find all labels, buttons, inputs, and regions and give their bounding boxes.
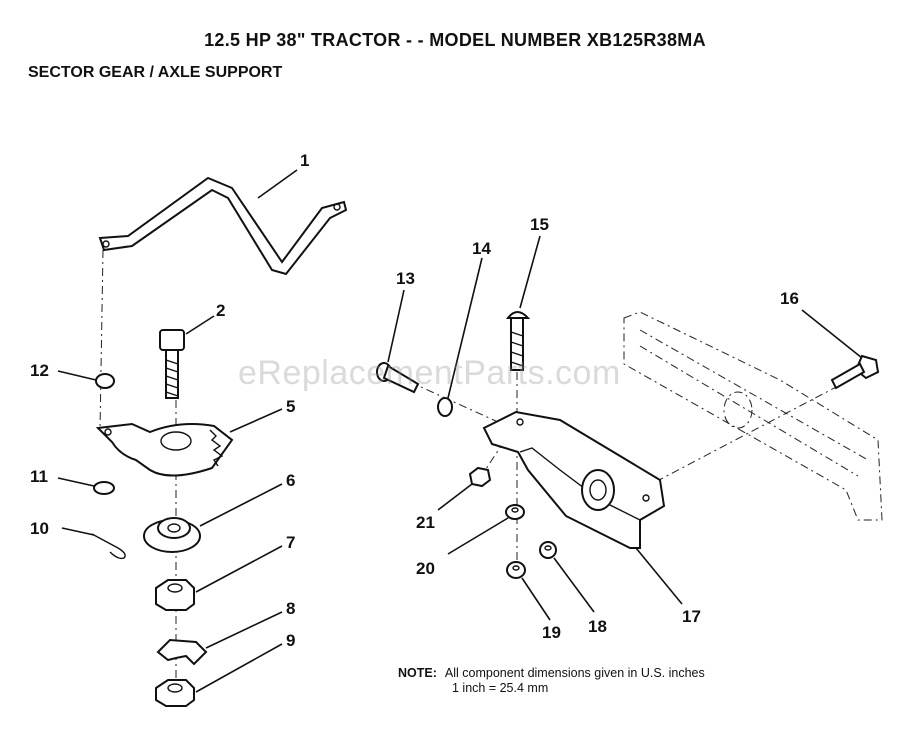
washer-part bbox=[93, 481, 115, 495]
callout-19: 19 bbox=[542, 623, 561, 642]
nut-18-part bbox=[539, 541, 557, 559]
note-line-1: All component dimensions given in U.S. i… bbox=[444, 666, 705, 680]
leader-11 bbox=[57, 477, 95, 487]
alignment-line-bolt13 bbox=[409, 381, 521, 433]
flange-bushing-part bbox=[143, 517, 201, 553]
leader-20 bbox=[447, 517, 509, 555]
leader-17 bbox=[635, 547, 683, 605]
drag-link-part bbox=[98, 176, 348, 276]
leader-21 bbox=[437, 483, 473, 511]
axle-support-bracket-part bbox=[482, 410, 666, 549]
callout-14: 14 bbox=[472, 239, 491, 258]
watermark: eReplacementParts.com bbox=[238, 354, 621, 392]
diagram-subtitle: SECTOR GEAR / AXLE SUPPORT bbox=[28, 64, 283, 81]
callout-5: 5 bbox=[286, 397, 295, 416]
bolt-part bbox=[159, 329, 185, 399]
leader-18 bbox=[553, 557, 595, 613]
leader-10 bbox=[61, 527, 95, 536]
leader-14 bbox=[447, 257, 483, 399]
bottom-nut-part bbox=[155, 679, 195, 707]
alignment-line-bolt16 bbox=[639, 384, 841, 491]
leader-16 bbox=[801, 309, 863, 359]
tractor-frame-outline bbox=[623, 311, 883, 521]
callout-13: 13 bbox=[396, 269, 415, 288]
hex-bolt-16-part bbox=[830, 354, 880, 390]
note-line-2: 1 inch = 25.4 mm bbox=[452, 681, 549, 695]
clamp-part bbox=[156, 638, 208, 666]
leader-5 bbox=[229, 408, 283, 433]
callout-18: 18 bbox=[588, 617, 607, 636]
callout-12: 12 bbox=[30, 361, 49, 380]
leader-13 bbox=[387, 289, 405, 363]
callout-1: 1 bbox=[300, 151, 309, 170]
leader-7 bbox=[195, 545, 283, 593]
sector-gear-part bbox=[95, 422, 234, 477]
note-label: NOTE: bbox=[398, 666, 437, 680]
callout-17: 17 bbox=[682, 607, 701, 626]
callout-8: 8 bbox=[286, 599, 295, 618]
nut-20-part bbox=[505, 504, 525, 520]
callout-15: 15 bbox=[530, 215, 549, 234]
nut-19-part bbox=[506, 561, 526, 579]
callout-6: 6 bbox=[286, 471, 295, 490]
leader-1 bbox=[257, 169, 298, 199]
callout-10: 10 bbox=[30, 519, 49, 538]
washer-14-part bbox=[437, 397, 453, 417]
callout-11: 11 bbox=[30, 467, 48, 486]
lock-nut-part bbox=[95, 373, 115, 389]
carriage-bolt-15-part bbox=[505, 311, 531, 371]
dimension-note: NOTE: All component dimensions given in U… bbox=[398, 666, 705, 696]
cotter-pin-part bbox=[91, 533, 126, 560]
callout-9: 9 bbox=[286, 631, 295, 650]
carriage-bolt-13-part bbox=[376, 362, 420, 394]
callout-21: 21 bbox=[416, 513, 435, 532]
callout-7: 7 bbox=[286, 533, 295, 552]
leader-6 bbox=[199, 483, 283, 527]
nut-21-part bbox=[468, 466, 492, 488]
leader-8 bbox=[205, 611, 283, 649]
callout-2: 2 bbox=[216, 301, 225, 320]
callout-16: 16 bbox=[780, 289, 799, 308]
hex-nut-part bbox=[155, 579, 195, 611]
leader-12 bbox=[57, 370, 97, 381]
leader-9 bbox=[195, 643, 283, 693]
leader-19 bbox=[521, 577, 551, 621]
alignment-line-left bbox=[99, 249, 104, 431]
leader-2 bbox=[185, 315, 215, 335]
callout-20: 20 bbox=[416, 559, 435, 578]
leader-15 bbox=[519, 235, 541, 309]
diagram-title: 12.5 HP 38" TRACTOR - - MODEL NUMBER XB1… bbox=[204, 30, 706, 50]
